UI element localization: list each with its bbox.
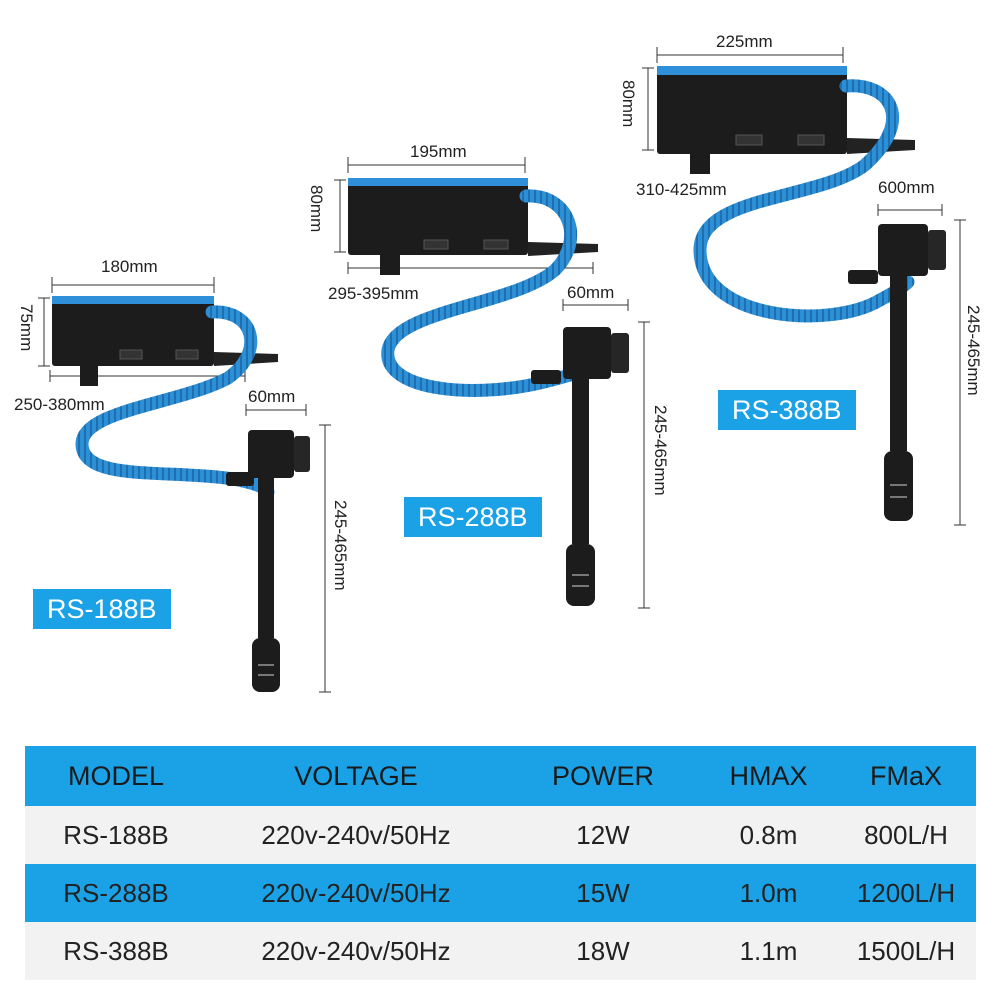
filter-box xyxy=(657,68,847,154)
model-label-288b: RS-288B xyxy=(404,497,542,537)
pump-head xyxy=(248,430,294,478)
dim-pump-height-188b: 245-465mm xyxy=(331,500,350,591)
unit-rs-388b xyxy=(642,47,966,526)
dim-width-288b: 195mm xyxy=(410,142,467,161)
cell-power: 18W xyxy=(505,922,701,980)
product-illustration-area: 180mm 75mm 250-380mm 60mm 245-465mm RS-1… xyxy=(14,32,983,693)
cell-power: 15W xyxy=(505,864,701,922)
cell-hmax: 0.8m xyxy=(701,806,836,864)
dim-width-188b: 180mm xyxy=(101,257,158,276)
header-power: POWER xyxy=(505,746,701,806)
cell-model: RS-388B xyxy=(25,922,207,980)
pump-head xyxy=(563,327,611,379)
hose xyxy=(693,79,915,323)
cell-model: RS-288B xyxy=(25,864,207,922)
model-label-388b: RS-388B xyxy=(718,390,856,430)
spec-table-header-row: MODEL VOLTAGE POWER HMAX FMaX xyxy=(25,746,976,806)
cell-voltage: 220v-240v/50Hz xyxy=(207,864,505,922)
dim-height-388b: 80mm xyxy=(619,80,638,128)
header-fmax: FMaX xyxy=(836,746,976,806)
cell-model: RS-188B xyxy=(25,806,207,864)
cell-hmax: 1.1m xyxy=(701,922,836,980)
dim-width-388b: 225mm xyxy=(716,32,773,51)
model-label-188b: RS-188B xyxy=(33,589,171,629)
dim-pump-height-388b: 245-465mm xyxy=(964,305,983,396)
unit-rs-188b xyxy=(38,277,331,693)
cell-power: 12W xyxy=(505,806,701,864)
spec-table: MODEL VOLTAGE POWER HMAX FMaX RS-188B 22… xyxy=(25,746,976,980)
pump-head xyxy=(878,224,928,276)
cell-fmax: 800L/H xyxy=(836,806,976,864)
dim-pump-width-288b: 60mm xyxy=(567,283,615,302)
header-model: MODEL xyxy=(25,746,207,806)
header-voltage: VOLTAGE xyxy=(207,746,505,806)
filter-pump-illustrations xyxy=(38,47,966,693)
table-row: RS-188B 220v-240v/50Hz 12W 0.8m 800L/H xyxy=(25,806,976,864)
dim-height-288b: 80mm xyxy=(307,185,326,233)
dim-length-188b: 250-380mm xyxy=(14,395,105,414)
dim-pump-width-188b: 60mm xyxy=(248,387,296,406)
cell-fmax: 1200L/H xyxy=(836,864,976,922)
table-row: RS-288B 220v-240v/50Hz 15W 1.0m 1200L/H xyxy=(25,864,976,922)
cell-hmax: 1.0m xyxy=(701,864,836,922)
dim-length-388b: 310-425mm xyxy=(636,180,727,199)
dim-pump-width-388b: 600mm xyxy=(878,178,935,197)
dim-pump-height-288b: 245-465mm xyxy=(651,405,670,496)
dim-height-188b: 75mm xyxy=(17,304,36,352)
cell-voltage: 220v-240v/50Hz xyxy=(207,806,505,864)
table-row: RS-388B 220v-240v/50Hz 18W 1.1m 1500L/H xyxy=(25,922,976,980)
dim-length-288b: 295-395mm xyxy=(328,284,419,303)
cell-fmax: 1500L/H xyxy=(836,922,976,980)
filter-box xyxy=(348,180,528,255)
header-hmax: HMAX xyxy=(701,746,836,806)
cell-voltage: 220v-240v/50Hz xyxy=(207,922,505,980)
unit-rs-288b xyxy=(334,157,650,609)
filter-box xyxy=(52,298,214,366)
